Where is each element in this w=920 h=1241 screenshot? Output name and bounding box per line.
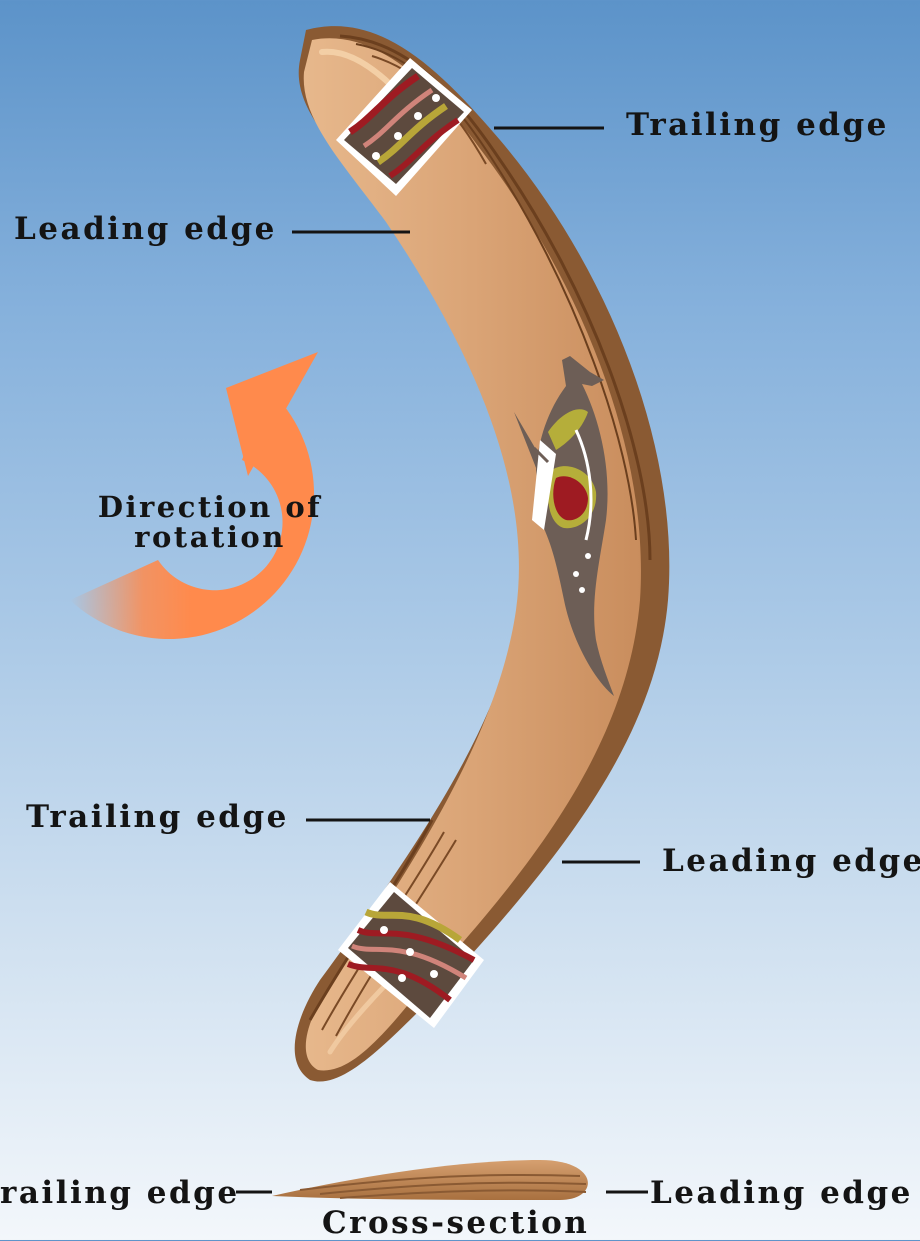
label-cross-section-title: Cross-section <box>322 1208 589 1239</box>
direction-line-1: Direction of <box>60 492 360 522</box>
label-trailing-edge-top: Trailing edge <box>626 110 889 141</box>
label-direction-of-rotation: Direction of rotation <box>60 492 360 553</box>
label-cross-section-trailing: railing edge <box>0 1178 240 1209</box>
boomerang-illustration <box>295 26 670 1081</box>
label-leading-edge-top: Leading edge <box>14 214 277 245</box>
direction-line-2: rotation <box>60 522 360 552</box>
label-trailing-edge-bottom: Trailing edge <box>26 802 289 833</box>
label-leading-edge-bottom: Leading edge <box>662 846 920 877</box>
label-cross-section-leading: Leading edge <box>650 1178 913 1209</box>
airfoil-cross-section <box>272 1160 588 1200</box>
